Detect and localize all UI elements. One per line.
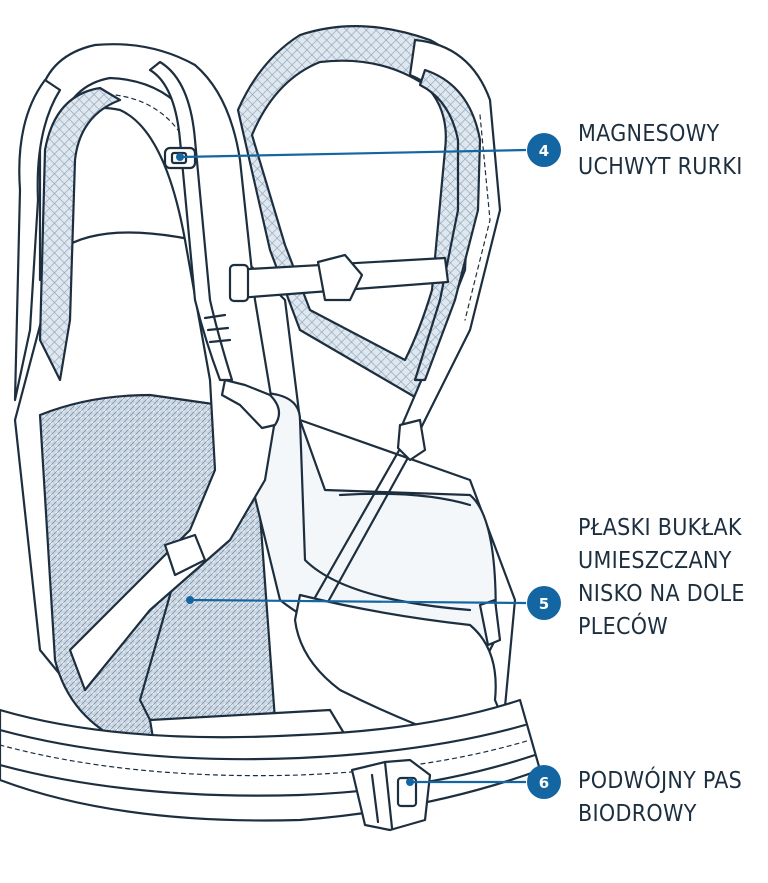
- right-strap-mesh: [413, 68, 482, 382]
- callout-label-5: PŁASKI BUKŁAK UMIESZCZANY NISKO NA DOLE …: [578, 512, 745, 644]
- callout-badge-6: 6: [527, 765, 561, 799]
- svg-text:4: 4: [539, 142, 549, 160]
- callout-label-line: NISKO NA DOLE: [578, 581, 745, 607]
- leader-line-5: [189, 598, 527, 605]
- callout-label-line: MAGNESOWY: [578, 121, 720, 147]
- lower-left-strap: [163, 533, 207, 577]
- right-compression-strap: [303, 438, 417, 622]
- callout-label-4: MAGNESOWY UCHWYT RURKI: [578, 118, 743, 184]
- callout-badge-5: 5: [527, 586, 561, 620]
- callout-label-line: PODWÓJNY PAS: [578, 768, 743, 794]
- left-strap-mesh: [38, 86, 122, 382]
- left-frame: [13, 78, 62, 402]
- callout-label-line: BIODROWY: [578, 801, 697, 827]
- callout-label-6: PODWÓJNY PAS BIODROWY: [578, 765, 742, 831]
- sternum-buckle: [316, 253, 364, 302]
- callout-label-line: PŁASKI BUKŁAK: [578, 515, 742, 541]
- svg-text:5: 5: [539, 595, 549, 613]
- drink-tube: [148, 60, 234, 382]
- callout-label-line: UMIESZCZANY: [578, 548, 732, 574]
- callout-badge-4: 4: [527, 133, 561, 167]
- callout-label-line: UCHWYT RURKI: [578, 154, 743, 180]
- bite-valve: [220, 378, 281, 430]
- callout-label-line: PLECÓW: [578, 614, 669, 640]
- left-shoulder-strap: [38, 43, 277, 692]
- leader-line-4: [179, 148, 527, 159]
- right-strap-buckle: [396, 418, 427, 462]
- svg-text:6: 6: [539, 774, 549, 792]
